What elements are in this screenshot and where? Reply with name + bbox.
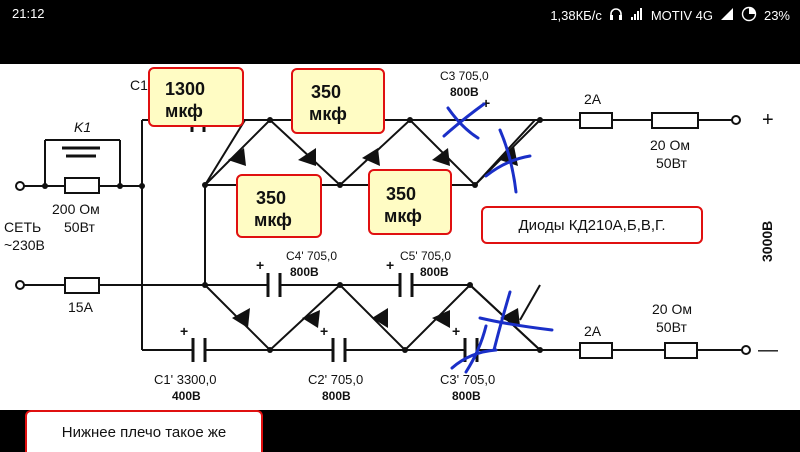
status-time: 21:12	[12, 6, 45, 21]
label-output-voltage: 3000В	[759, 221, 775, 262]
label-c3b: C3' 705,0	[440, 372, 495, 387]
label-minus: —	[758, 339, 778, 361]
note-350-right: 350 мкф	[368, 169, 452, 235]
letterbox-top	[0, 28, 800, 64]
svg-text:+: +	[452, 323, 460, 339]
signal-icon	[630, 7, 644, 24]
svg-text:+: +	[256, 257, 264, 273]
label-r-bottom-value: 20 Ом	[652, 301, 692, 317]
label-c2b-voltage: 800В	[322, 389, 351, 403]
note-350-left: 350 мкф	[236, 174, 322, 238]
label-fuse-bottom: 2A	[584, 323, 602, 339]
note-1300: 1300 мкф	[148, 67, 244, 127]
label-mains-voltage: ~230В	[4, 237, 45, 253]
label-k1: K1	[74, 119, 91, 135]
label-c3-top: C3 705,0	[440, 69, 489, 83]
battery-percent: 23%	[763, 8, 790, 23]
label-c3b-voltage: 800В	[452, 389, 481, 403]
svg-text:+: +	[386, 257, 394, 273]
status-bar: 21:12 1,38КБ/с MOTIV 4G 23%	[0, 0, 800, 28]
battery-icon	[741, 6, 757, 25]
label-c5: C5' 705,0	[400, 249, 451, 263]
label-c1: C1	[130, 77, 148, 93]
headphones-icon	[609, 7, 623, 24]
signal-icon-2	[720, 7, 734, 24]
label-fuse-top: 2A	[584, 91, 602, 107]
network-name: MOTIV 4G	[650, 8, 713, 23]
label-r-bottom-power: 50Вт	[656, 319, 687, 335]
svg-text:+: +	[320, 323, 328, 339]
note-diodes: Диоды КД210А,Б,В,Г.	[481, 206, 703, 244]
label-mains: СЕТЬ	[4, 219, 41, 235]
label-r-top-value: 20 Ом	[650, 137, 690, 153]
label-c3-top-voltage: 800В	[450, 85, 479, 99]
data-speed: 1,38КБ/с	[550, 8, 602, 23]
svg-text:+: +	[482, 95, 490, 111]
label-c4-voltage: 800В	[290, 265, 319, 279]
svg-text:+: +	[180, 323, 188, 339]
label-r1-power: 50Вт	[64, 219, 95, 235]
status-right: 1,38КБ/с MOTIV 4G 23%	[550, 6, 790, 25]
label-c4: C4' 705,0	[286, 249, 337, 263]
label-c5-voltage: 800В	[420, 265, 449, 279]
label-c1b-voltage: 400В	[172, 389, 201, 403]
label-c1b: C1' 3300,0	[154, 372, 216, 387]
note-bottom-arm: Нижнее плечо такое же	[25, 410, 263, 452]
label-r1-value: 200 Ом	[52, 201, 100, 217]
label-fuse-main: 15A	[68, 299, 94, 315]
label-plus: +	[762, 109, 774, 131]
label-r-top-power: 50Вт	[656, 155, 687, 171]
label-c2b: C2' 705,0	[308, 372, 363, 387]
note-350-top: 350 мкф	[291, 68, 385, 134]
